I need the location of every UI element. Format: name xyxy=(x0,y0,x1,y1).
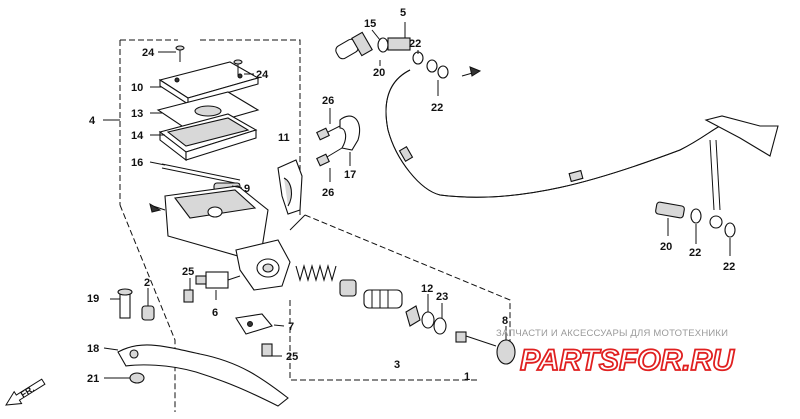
callout-5: 5 xyxy=(400,7,406,19)
watermark-logo: PARTSFOR.RU xyxy=(520,344,735,377)
callout-20-lower: 20 xyxy=(660,241,672,253)
push-rod xyxy=(455,331,497,347)
callout-25-lower: 25 xyxy=(286,351,298,363)
switch xyxy=(195,271,241,289)
circlip-23 xyxy=(433,317,447,335)
direction-arrow-hose xyxy=(461,66,482,77)
rod-boot xyxy=(496,339,516,365)
callout-22-d: 22 xyxy=(723,261,735,273)
callout-22-a: 22 xyxy=(409,38,421,50)
spring xyxy=(295,263,357,297)
callout-14: 14 xyxy=(131,130,144,142)
master-cylinder-body xyxy=(149,185,291,291)
watermark: ЗАПЧАСТИ И АКСЕССУАРЫ ДЛЯ МОТОТЕХНИКИ PA… xyxy=(496,328,736,378)
clutch-hose xyxy=(385,69,779,229)
callout-22-c: 22 xyxy=(689,247,701,259)
callout-13: 13 xyxy=(131,108,143,120)
screw-24a xyxy=(175,45,185,62)
callout-16: 16 xyxy=(131,157,143,169)
callout-2: 2 xyxy=(144,277,150,289)
hose-bolt-15 xyxy=(335,31,373,60)
diaphragm-plate xyxy=(156,91,260,131)
master-cylinder-group-outline xyxy=(103,39,301,412)
callout-17: 17 xyxy=(344,169,356,181)
watermark-caption: ЗАПЧАСТИ И АКСЕССУАРЫ ДЛЯ МОТОТЕХНИКИ xyxy=(496,328,728,339)
callout-25-upper: 25 xyxy=(182,266,194,278)
callout-24-right: 24 xyxy=(256,69,269,81)
callout-3: 3 xyxy=(394,359,400,371)
callout-4: 4 xyxy=(89,115,96,127)
callout-26-upper: 26 xyxy=(322,95,334,107)
callout-12: 12 xyxy=(421,283,433,295)
switch-bracket xyxy=(235,313,273,335)
callout-9: 9 xyxy=(244,183,250,195)
leader-lines xyxy=(103,22,731,379)
piston-kit-outline xyxy=(289,214,511,381)
callout-21: 21 xyxy=(87,373,99,385)
callout-1: 1 xyxy=(464,371,470,383)
screw-24b xyxy=(233,59,243,76)
callout-8: 8 xyxy=(502,315,508,327)
callout-18: 18 xyxy=(87,343,99,355)
callout-19: 19 xyxy=(87,293,99,305)
washer-12 xyxy=(421,311,435,329)
pivot-collar xyxy=(141,305,155,321)
hose-bolt-20b xyxy=(655,201,685,219)
callout-11: 11 xyxy=(278,132,290,144)
bolt-lower xyxy=(261,343,273,357)
piston xyxy=(363,289,403,309)
bolt-upper xyxy=(183,289,194,303)
callout-22-b: 22 xyxy=(431,102,443,114)
boot xyxy=(405,305,421,327)
callout-26-lower: 26 xyxy=(322,187,334,199)
diaphragm xyxy=(158,113,258,162)
callout-labels: 1 2 3 4 5 6 7 8 9 10 11 12 13 14 15 16 1… xyxy=(87,7,735,385)
callout-23: 23 xyxy=(436,291,448,303)
washers-22 xyxy=(690,208,736,238)
callout-15: 15 xyxy=(364,18,376,30)
clutch-lever xyxy=(117,344,289,407)
callout-7: 7 xyxy=(288,321,294,333)
bracket xyxy=(316,115,360,167)
holder-clamp xyxy=(277,159,303,215)
callout-20-upper: 20 xyxy=(373,67,385,79)
callout-10: 10 xyxy=(131,82,143,94)
float xyxy=(161,163,241,185)
front-direction-marker: FR. xyxy=(5,378,46,406)
lever-nut xyxy=(129,372,145,384)
pivot-bolt xyxy=(117,288,133,319)
hose-fitting xyxy=(377,37,449,79)
callout-24-left: 24 xyxy=(142,47,155,59)
callout-6: 6 xyxy=(212,307,218,319)
